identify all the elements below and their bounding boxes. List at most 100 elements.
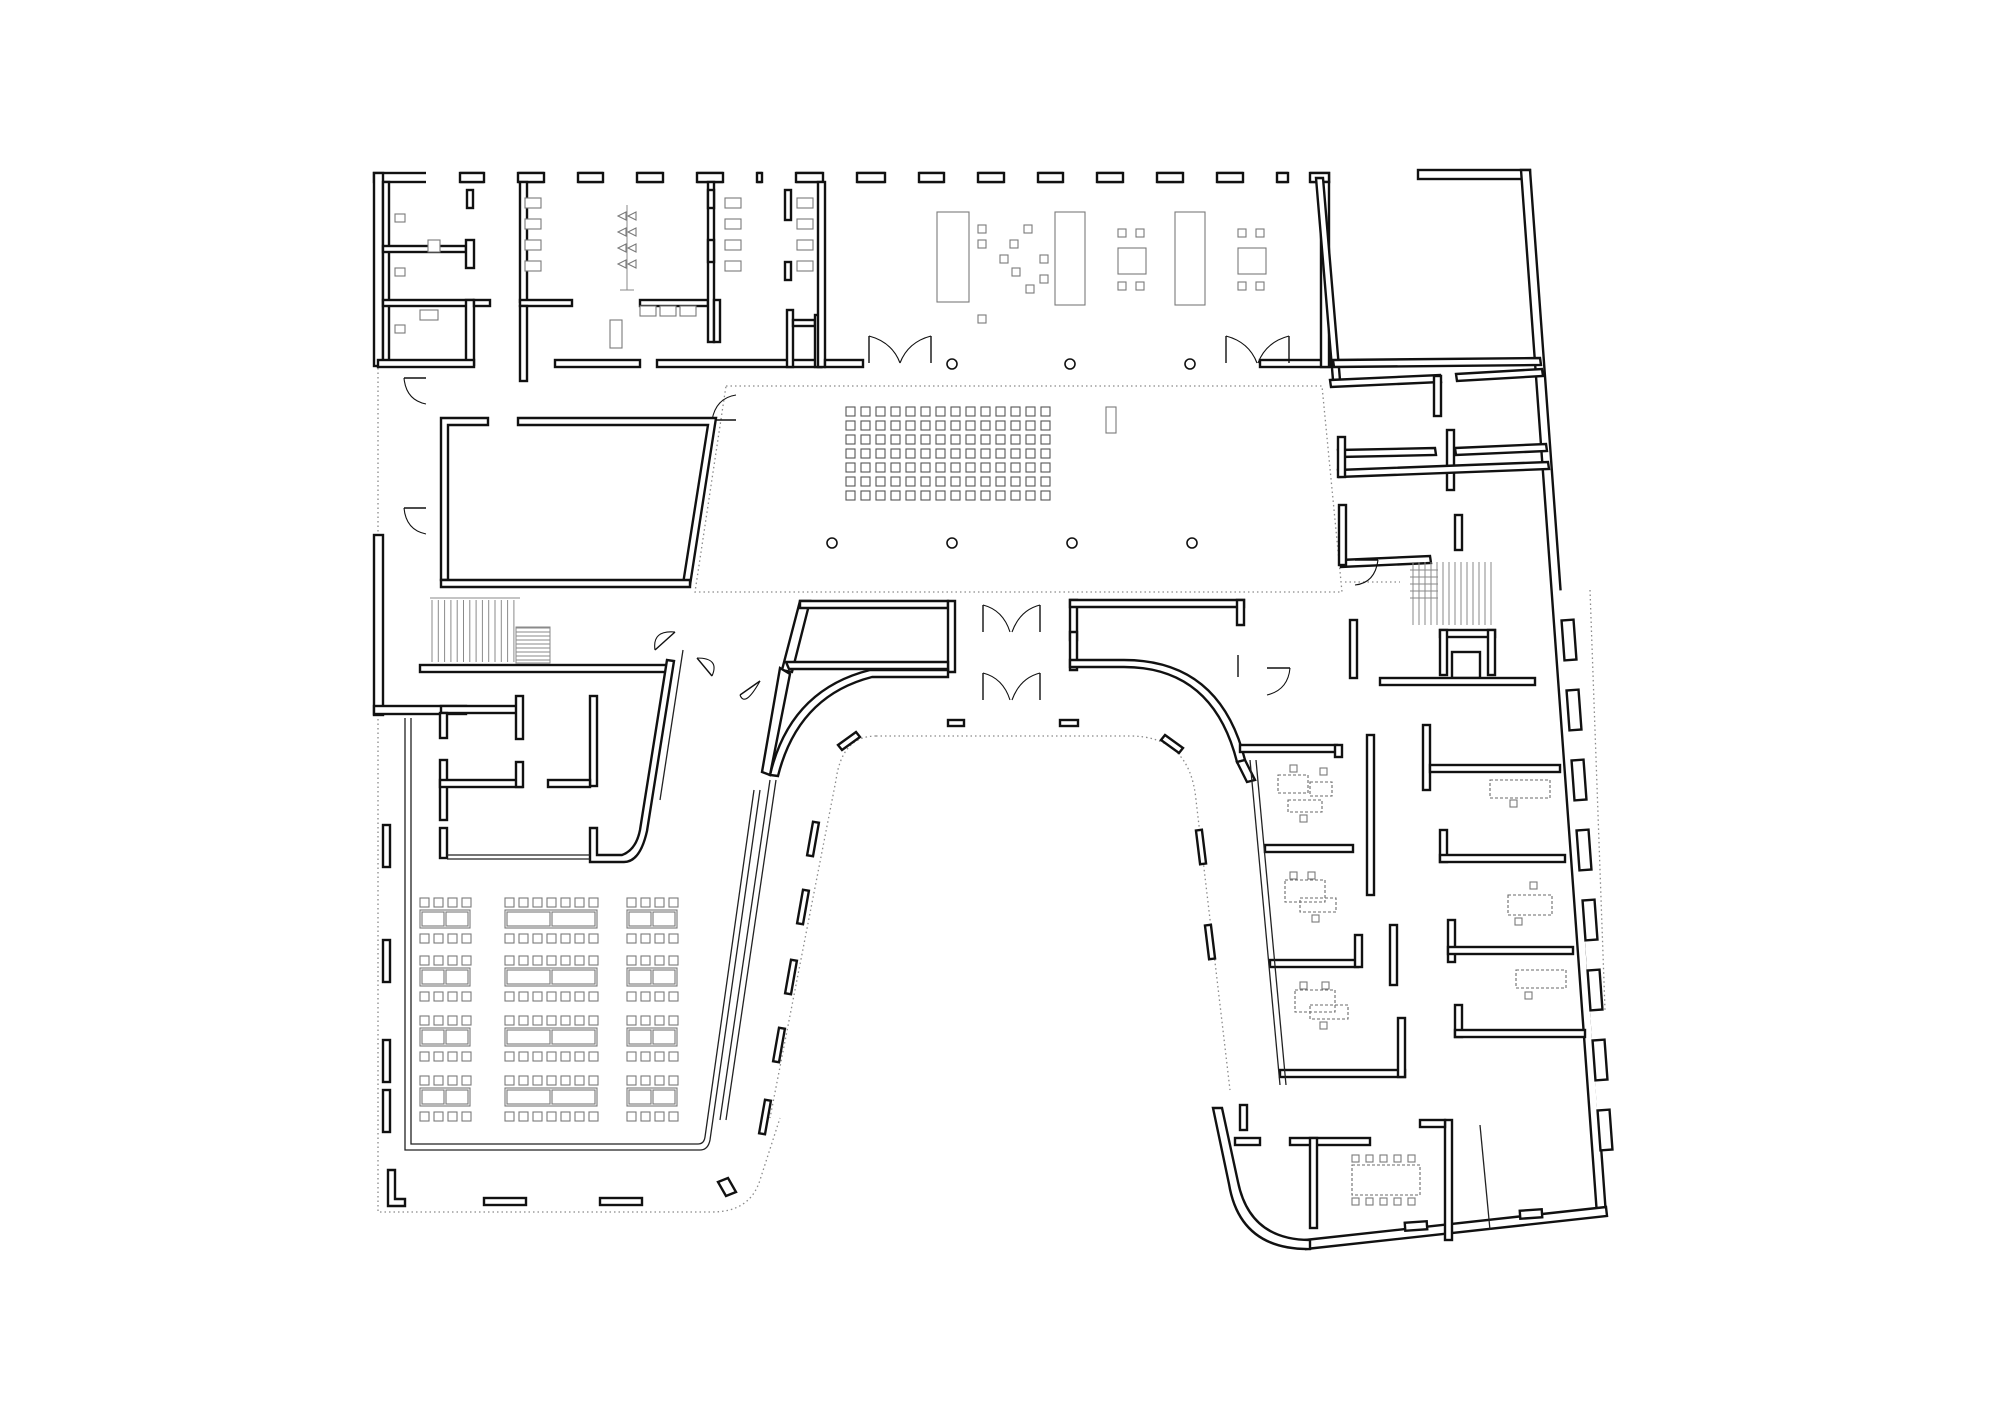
auditorium-seat xyxy=(905,448,916,459)
dining-chair xyxy=(461,1015,472,1026)
auditorium-seat xyxy=(965,476,976,487)
dining-chair xyxy=(504,897,515,908)
dining-chair xyxy=(518,897,529,908)
auditorium-seat xyxy=(980,406,991,417)
dining-chair xyxy=(419,1111,430,1122)
dining-table-half xyxy=(445,911,469,927)
dining-chair xyxy=(546,897,557,908)
auditorium-seat xyxy=(845,462,856,473)
dining-chair xyxy=(532,1051,543,1062)
dining-chair xyxy=(433,1075,444,1086)
auditorium-seat xyxy=(995,462,1006,473)
dining-chair xyxy=(433,897,444,908)
auditorium-seat xyxy=(1025,448,1036,459)
dining-chair xyxy=(640,897,651,908)
dining-chair xyxy=(419,955,430,966)
dining-chair xyxy=(560,1075,571,1086)
auditorium-seat xyxy=(875,476,886,487)
dining-chair xyxy=(447,933,458,944)
auditorium-seat xyxy=(860,434,871,445)
auditorium-seat xyxy=(905,420,916,431)
dining-chair xyxy=(574,1111,585,1122)
dining-table-half xyxy=(506,1029,551,1045)
auditorium-seat xyxy=(905,406,916,417)
office-desks xyxy=(1277,764,1567,1206)
auditorium-seat xyxy=(950,406,961,417)
dining-table-half xyxy=(445,1089,469,1105)
east-stair xyxy=(1266,559,1537,696)
auditorium-seat xyxy=(890,462,901,473)
auditorium-seat xyxy=(980,476,991,487)
east-offices xyxy=(1233,655,1587,1242)
dining-chair xyxy=(518,1051,529,1062)
dining-chair xyxy=(504,955,515,966)
auditorium-seat xyxy=(995,406,1006,417)
auditorium-seat xyxy=(1025,434,1036,445)
dining-chair xyxy=(419,933,430,944)
dining-chair xyxy=(560,933,571,944)
auditorium-seat xyxy=(950,476,961,487)
auditorium-seat xyxy=(995,434,1006,445)
auditorium-seat xyxy=(1040,476,1051,487)
dining-chair xyxy=(668,933,679,944)
dining-chair xyxy=(668,1075,679,1086)
auditorium-seat xyxy=(875,462,886,473)
auditorium-seat xyxy=(1040,434,1051,445)
auditorium-seat xyxy=(1010,490,1021,501)
auditorium-seat xyxy=(1010,420,1021,431)
dining-chair xyxy=(532,1111,543,1122)
dining-chair xyxy=(461,1111,472,1122)
auditorium-seat xyxy=(950,490,961,501)
auditorium-seat xyxy=(965,462,976,473)
auditorium-seat xyxy=(875,406,886,417)
dining-chair xyxy=(433,991,444,1002)
dining-chair xyxy=(654,897,665,908)
auditorium-seat xyxy=(1010,476,1021,487)
dining-chair xyxy=(504,1051,515,1062)
auditorium-seat xyxy=(980,434,991,445)
dining-chair xyxy=(419,897,430,908)
auditorium-seat xyxy=(920,434,931,445)
auditorium-seat xyxy=(980,448,991,459)
dining-chair xyxy=(560,897,571,908)
dining-table-half xyxy=(421,969,445,985)
north-west-wc-block xyxy=(376,180,824,383)
dining-chair xyxy=(588,955,599,966)
dining-chair xyxy=(447,1015,458,1026)
dining-chair xyxy=(654,1051,665,1062)
auditorium-seat xyxy=(1040,406,1051,417)
dining-chair xyxy=(419,1051,430,1062)
auditorium-seat xyxy=(935,476,946,487)
dining-chair xyxy=(447,955,458,966)
auditorium-seat xyxy=(905,462,916,473)
dining-chair xyxy=(574,1015,585,1026)
dining-chair xyxy=(447,897,458,908)
dining-chair xyxy=(419,1075,430,1086)
auditorium-seat xyxy=(1010,448,1021,459)
auditorium-seat xyxy=(1025,406,1036,417)
auditorium-seat xyxy=(890,406,901,417)
auditorium-seat xyxy=(1010,406,1021,417)
dining-chair xyxy=(504,1075,515,1086)
dining-table-half xyxy=(445,969,469,985)
auditorium-seat xyxy=(845,406,856,417)
auditorium-seat xyxy=(965,420,976,431)
dining-chair xyxy=(668,897,679,908)
auditorium-seat xyxy=(1025,476,1036,487)
dining-chair xyxy=(668,1111,679,1122)
auditorium-seat xyxy=(845,448,856,459)
dining-chair xyxy=(626,955,637,966)
dining-chair xyxy=(560,1051,571,1062)
auditorium-seat xyxy=(890,476,901,487)
auditorium-seat xyxy=(845,420,856,431)
auditorium-seat xyxy=(950,420,961,431)
auditorium-seat xyxy=(875,448,886,459)
dining-chair xyxy=(518,1111,529,1122)
dining-chair xyxy=(504,933,515,944)
dining-chair xyxy=(546,991,557,1002)
auditorium-seat xyxy=(980,420,991,431)
auditorium-seat xyxy=(980,462,991,473)
auditorium-seat xyxy=(905,476,916,487)
auditorium-seat xyxy=(1040,490,1051,501)
site-outline xyxy=(377,368,1606,1213)
